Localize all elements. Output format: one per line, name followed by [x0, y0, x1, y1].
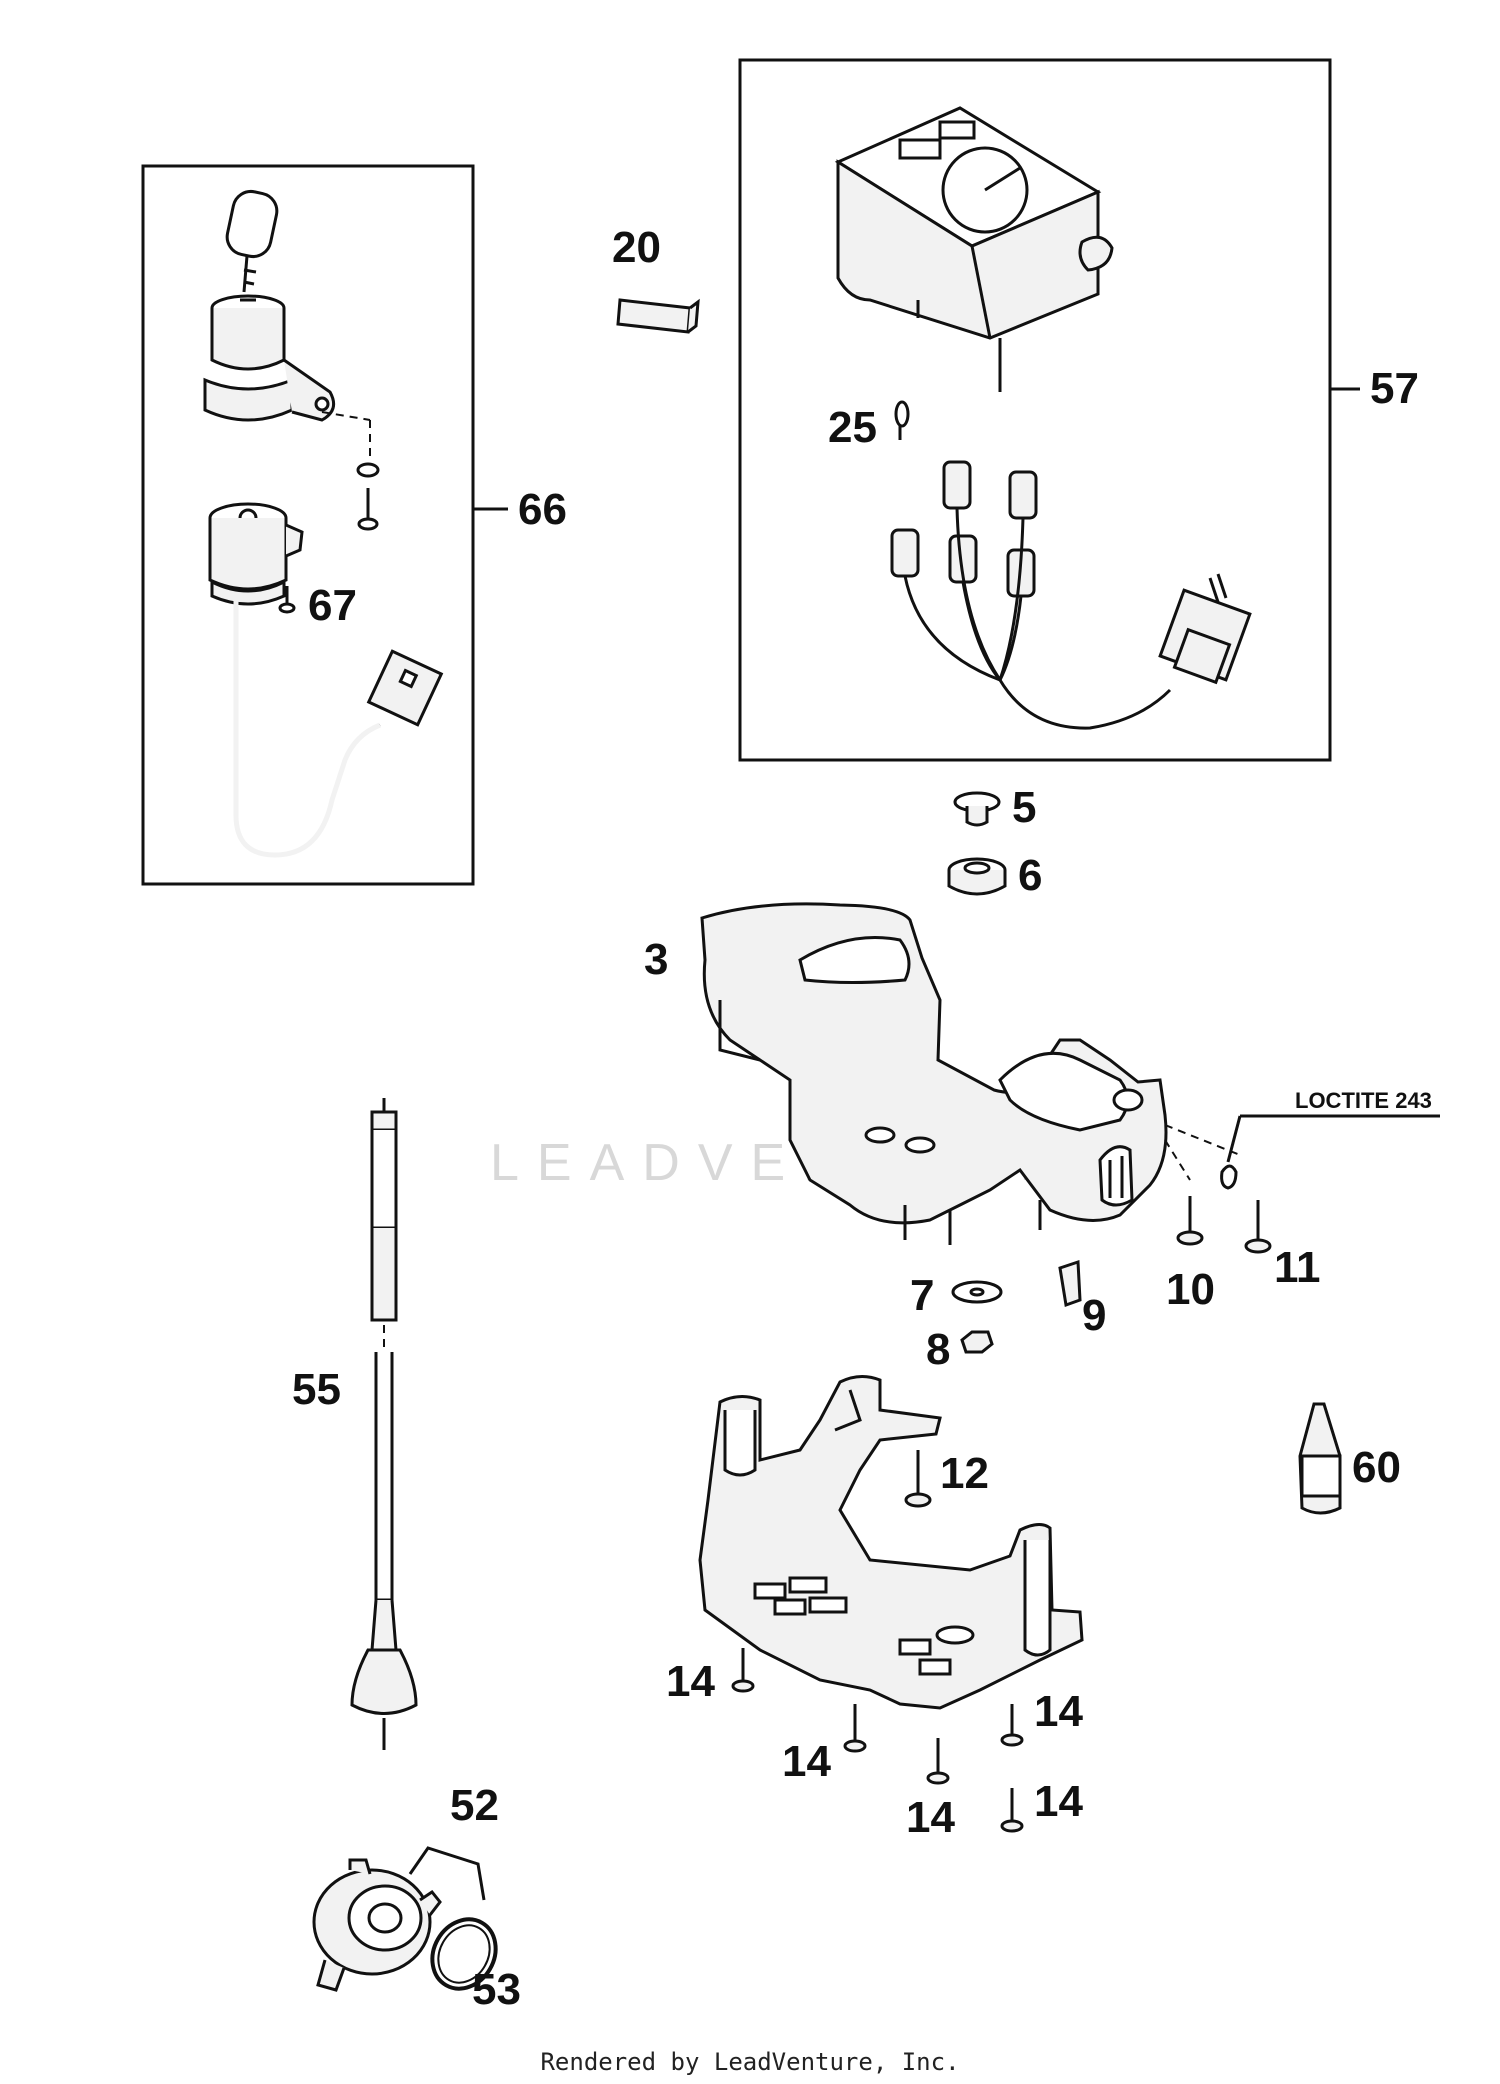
label-52: 52 [450, 1781, 499, 1830]
loctite-leader [1226, 1115, 1242, 1163]
foam-pad-part [616, 298, 700, 334]
speedometer-assembly-frame [738, 58, 1332, 762]
screw-14-a-part [731, 1648, 755, 1693]
washer-7-part [951, 1280, 1003, 1304]
screw-part [357, 488, 379, 531]
speedometer-assembly [738, 58, 1360, 762]
label-66: 66 [518, 485, 567, 534]
label-55: 55 [292, 1365, 341, 1414]
screw-10-part [1176, 1196, 1204, 1246]
retaining-ring-53-part [430, 1917, 498, 1991]
lock-cylinder-part [203, 294, 336, 422]
ignition-cable [234, 600, 381, 857]
screw-12-part [904, 1450, 932, 1508]
label-11: 11 [1274, 1243, 1321, 1292]
wiring-harness-part [890, 460, 1252, 730]
label-60: 60 [1352, 1443, 1401, 1492]
label-3: 3 [644, 935, 668, 984]
label-14-a: 14 [666, 1657, 715, 1706]
ignition-lock-assembly [141, 164, 508, 886]
speedo-drive-part [312, 1858, 442, 1992]
label-25: 25 [828, 403, 877, 452]
screw-14-d-part [926, 1738, 950, 1785]
screw-14-b-part [843, 1704, 867, 1753]
label-12: 12 [940, 1449, 989, 1498]
reset-knob [1078, 235, 1114, 272]
nut-8-part [960, 1330, 994, 1354]
ignition-assembly-frame [141, 164, 475, 886]
grommet-6-part [947, 857, 1007, 896]
rubber-bush-5-part [953, 791, 1001, 827]
label-10: 10 [1166, 1265, 1215, 1314]
label-7: 7 [910, 1271, 934, 1320]
loctite-bottle-part [1298, 1402, 1342, 1515]
label-8: 8 [926, 1325, 950, 1374]
loctite-annotation: LOCTITE 243 [1295, 1088, 1432, 1113]
ignition-switch-part [208, 502, 304, 606]
label-6: 6 [1018, 851, 1042, 900]
ignition-connector-part [366, 649, 444, 727]
label-20: 20 [612, 223, 661, 272]
screw-14-e-part [1000, 1788, 1024, 1833]
loctite-drop-icon [1220, 1164, 1238, 1190]
ignition-key-part [225, 189, 279, 293]
label-14-c: 14 [782, 1737, 831, 1786]
label-5: 5 [1012, 783, 1036, 832]
label-14-e: 14 [906, 1793, 955, 1842]
washer-part [356, 462, 380, 478]
lower-bracket-part [698, 1375, 1084, 1710]
screw-14-c-part [1000, 1704, 1024, 1747]
label-9: 9 [1082, 1291, 1106, 1340]
clip-9-part [1058, 1259, 1082, 1308]
bulb-part [894, 400, 910, 440]
label-14-d: 14 [1034, 1777, 1083, 1826]
label-14-b: 14 [1034, 1687, 1083, 1736]
label-53: 53 [472, 1965, 521, 2014]
screw-11-part [1244, 1200, 1272, 1254]
speedometer-housing-part [834, 106, 1114, 392]
label-57: 57 [1370, 364, 1419, 413]
callout-bracket-52 [408, 1846, 486, 1901]
label-67: 67 [308, 581, 357, 630]
footer-credit: Rendered by LeadVenture, Inc. [540, 2048, 959, 2076]
speedometer-cable-part [350, 1098, 418, 1750]
screw-67-part [278, 586, 296, 614]
instrument-holder-part [700, 902, 1168, 1245]
